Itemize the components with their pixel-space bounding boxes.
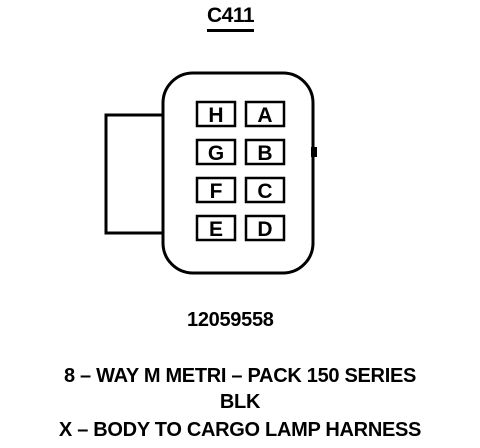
locking-tab (311, 147, 317, 157)
pin-label-b: B (257, 142, 272, 165)
connector-type-description: 8 – WAY M METRI – PACK 150 SERIES (63, 365, 417, 387)
pin-label-g: G (208, 142, 224, 165)
pin-cavity-c: C (244, 176, 286, 204)
pin-cavity-b: B (244, 138, 286, 166)
pin-label-e: E (209, 218, 223, 241)
connector-id-label: C411 (207, 4, 255, 32)
pin-label-a: A (257, 104, 272, 127)
pin-label-f: F (210, 180, 223, 203)
pin-cavity-f: F (195, 176, 237, 204)
pin-cavity-h: H (195, 100, 237, 128)
connector-diagram: H A G B F C E D (104, 71, 317, 275)
pin-cavity-g: G (195, 138, 237, 166)
part-number: 12059558 (187, 309, 274, 331)
pin-label-h: H (208, 104, 223, 127)
connector-side-tab (104, 113, 163, 235)
pin-cavity-d: D (244, 214, 286, 242)
connector-color: BLK (219, 391, 261, 413)
pin-cavity-a: A (244, 100, 286, 128)
pin-label-c: C (257, 180, 272, 203)
pin-cavity-e: E (195, 214, 237, 242)
connector-body (161, 71, 315, 275)
harness-description: X – BODY TO CARGO LAMP HARNESS (58, 419, 422, 441)
pin-label-d: D (257, 218, 272, 241)
